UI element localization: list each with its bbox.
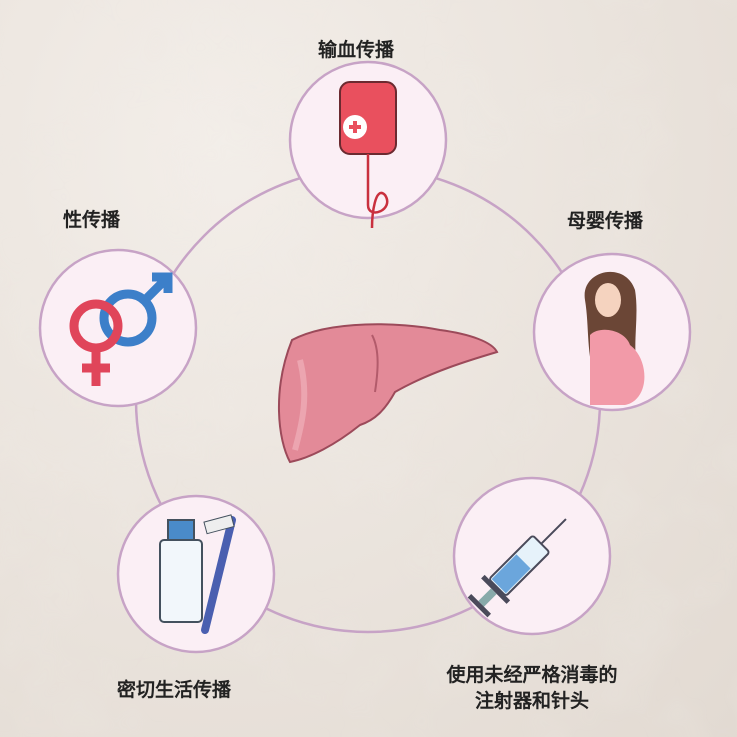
syringe-icon: [467, 518, 567, 618]
label-syringe: 使用未经严格消毒的 注射器和针头: [412, 662, 652, 714]
route-blood-transfusion: [288, 60, 448, 229]
gender-symbols-icon: [69, 272, 173, 386]
route-mother-to-child: [532, 252, 692, 412]
route-sexual: [38, 248, 198, 408]
route-syringe: [452, 476, 612, 636]
liver-icon: [278, 323, 499, 464]
pregnant-woman-icon: [584, 271, 645, 405]
label-mother-to-child: 母婴传播: [567, 210, 644, 232]
label-syringe-line2: 注射器和针头: [474, 690, 589, 712]
blood-bag-icon: [339, 81, 397, 229]
label-daily-contact: 密切生活传播: [117, 679, 232, 701]
label-syringe-line1: 使用未经严格消毒的: [446, 664, 618, 686]
route-daily-contact: [116, 494, 276, 654]
toothbrush-toothpaste-icon: [159, 514, 236, 634]
label-sexual: 性传播: [63, 209, 121, 231]
label-blood-transfusion: 输血传播: [318, 39, 395, 61]
